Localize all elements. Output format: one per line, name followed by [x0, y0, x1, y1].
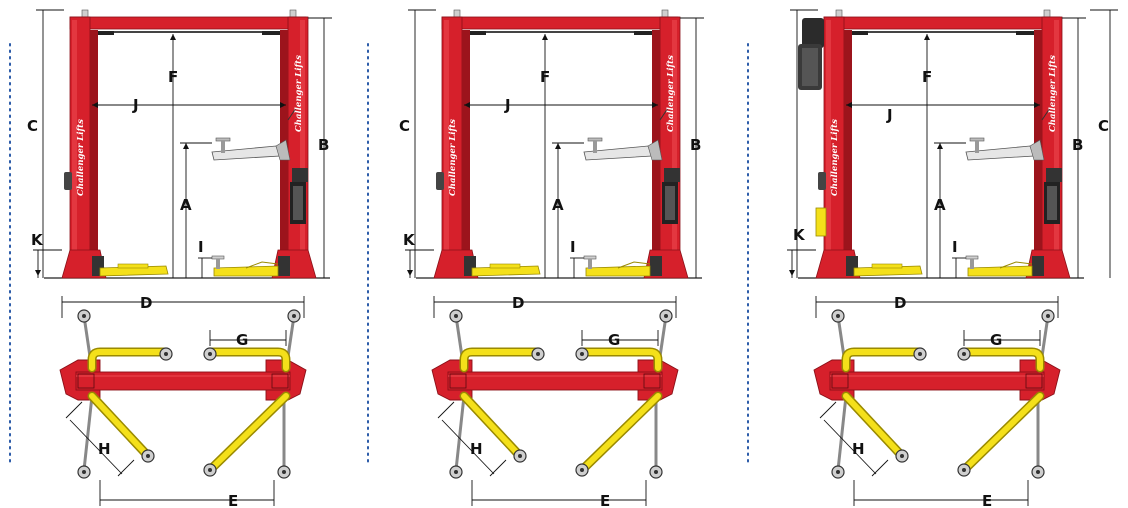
lift-panel-3: Challenger Lifts Challenger Lifts C K F …	[786, 9, 1118, 508]
label-j: J	[132, 96, 139, 114]
label-e: E	[228, 492, 238, 508]
label-k: K	[31, 231, 44, 249]
label-h: H	[98, 440, 111, 458]
label-a: A	[552, 196, 564, 214]
label-k: K	[793, 226, 806, 244]
label-j: J	[504, 96, 511, 114]
label-c: C	[399, 117, 410, 135]
label-b: B	[1072, 136, 1083, 154]
label-k: K	[403, 231, 416, 249]
label-c: C	[1098, 117, 1109, 135]
lift-top-view	[432, 296, 678, 506]
label-f: F	[922, 68, 932, 86]
brand-logo-right-column: Challenger Lifts	[666, 55, 676, 132]
label-i: I	[570, 238, 576, 256]
label-h: H	[470, 440, 483, 458]
power-unit-motor	[798, 18, 824, 90]
label-e: E	[982, 492, 992, 508]
label-e: E	[600, 492, 610, 508]
brand-logo-left-column: Challenger Lifts	[76, 119, 86, 196]
label-j: J	[886, 106, 893, 124]
label-g: G	[990, 331, 1002, 349]
label-g: G	[608, 331, 620, 349]
lift-panel-2: Challenger Lifts Challenger Lifts C K F …	[399, 9, 705, 508]
lift-top-view	[814, 296, 1060, 506]
label-b: B	[690, 136, 701, 154]
lift-panel-1: Challenger Lifts Challenger Lifts C K F …	[27, 9, 333, 508]
label-g: G	[236, 331, 248, 349]
safety-lock-release	[815, 207, 827, 237]
label-d: D	[512, 294, 524, 312]
label-d: D	[140, 294, 152, 312]
label-d: D	[894, 294, 906, 312]
brand-logo-right-column: Challenger Lifts	[294, 55, 304, 132]
label-a: A	[180, 196, 192, 214]
label-i: I	[198, 238, 204, 256]
label-h: H	[852, 440, 865, 458]
brand-logo-left-column: Challenger Lifts	[448, 119, 458, 196]
brand-logo-left-column: Challenger Lifts	[830, 119, 840, 196]
label-b: B	[318, 136, 329, 154]
brand-logo-right-column: Challenger Lifts	[1048, 55, 1058, 132]
label-f: F	[540, 68, 550, 86]
lift-top-view	[60, 296, 306, 506]
label-a: A	[934, 196, 946, 214]
label-i: I	[952, 238, 958, 256]
label-c: C	[27, 117, 38, 135]
label-f: F	[168, 68, 178, 86]
